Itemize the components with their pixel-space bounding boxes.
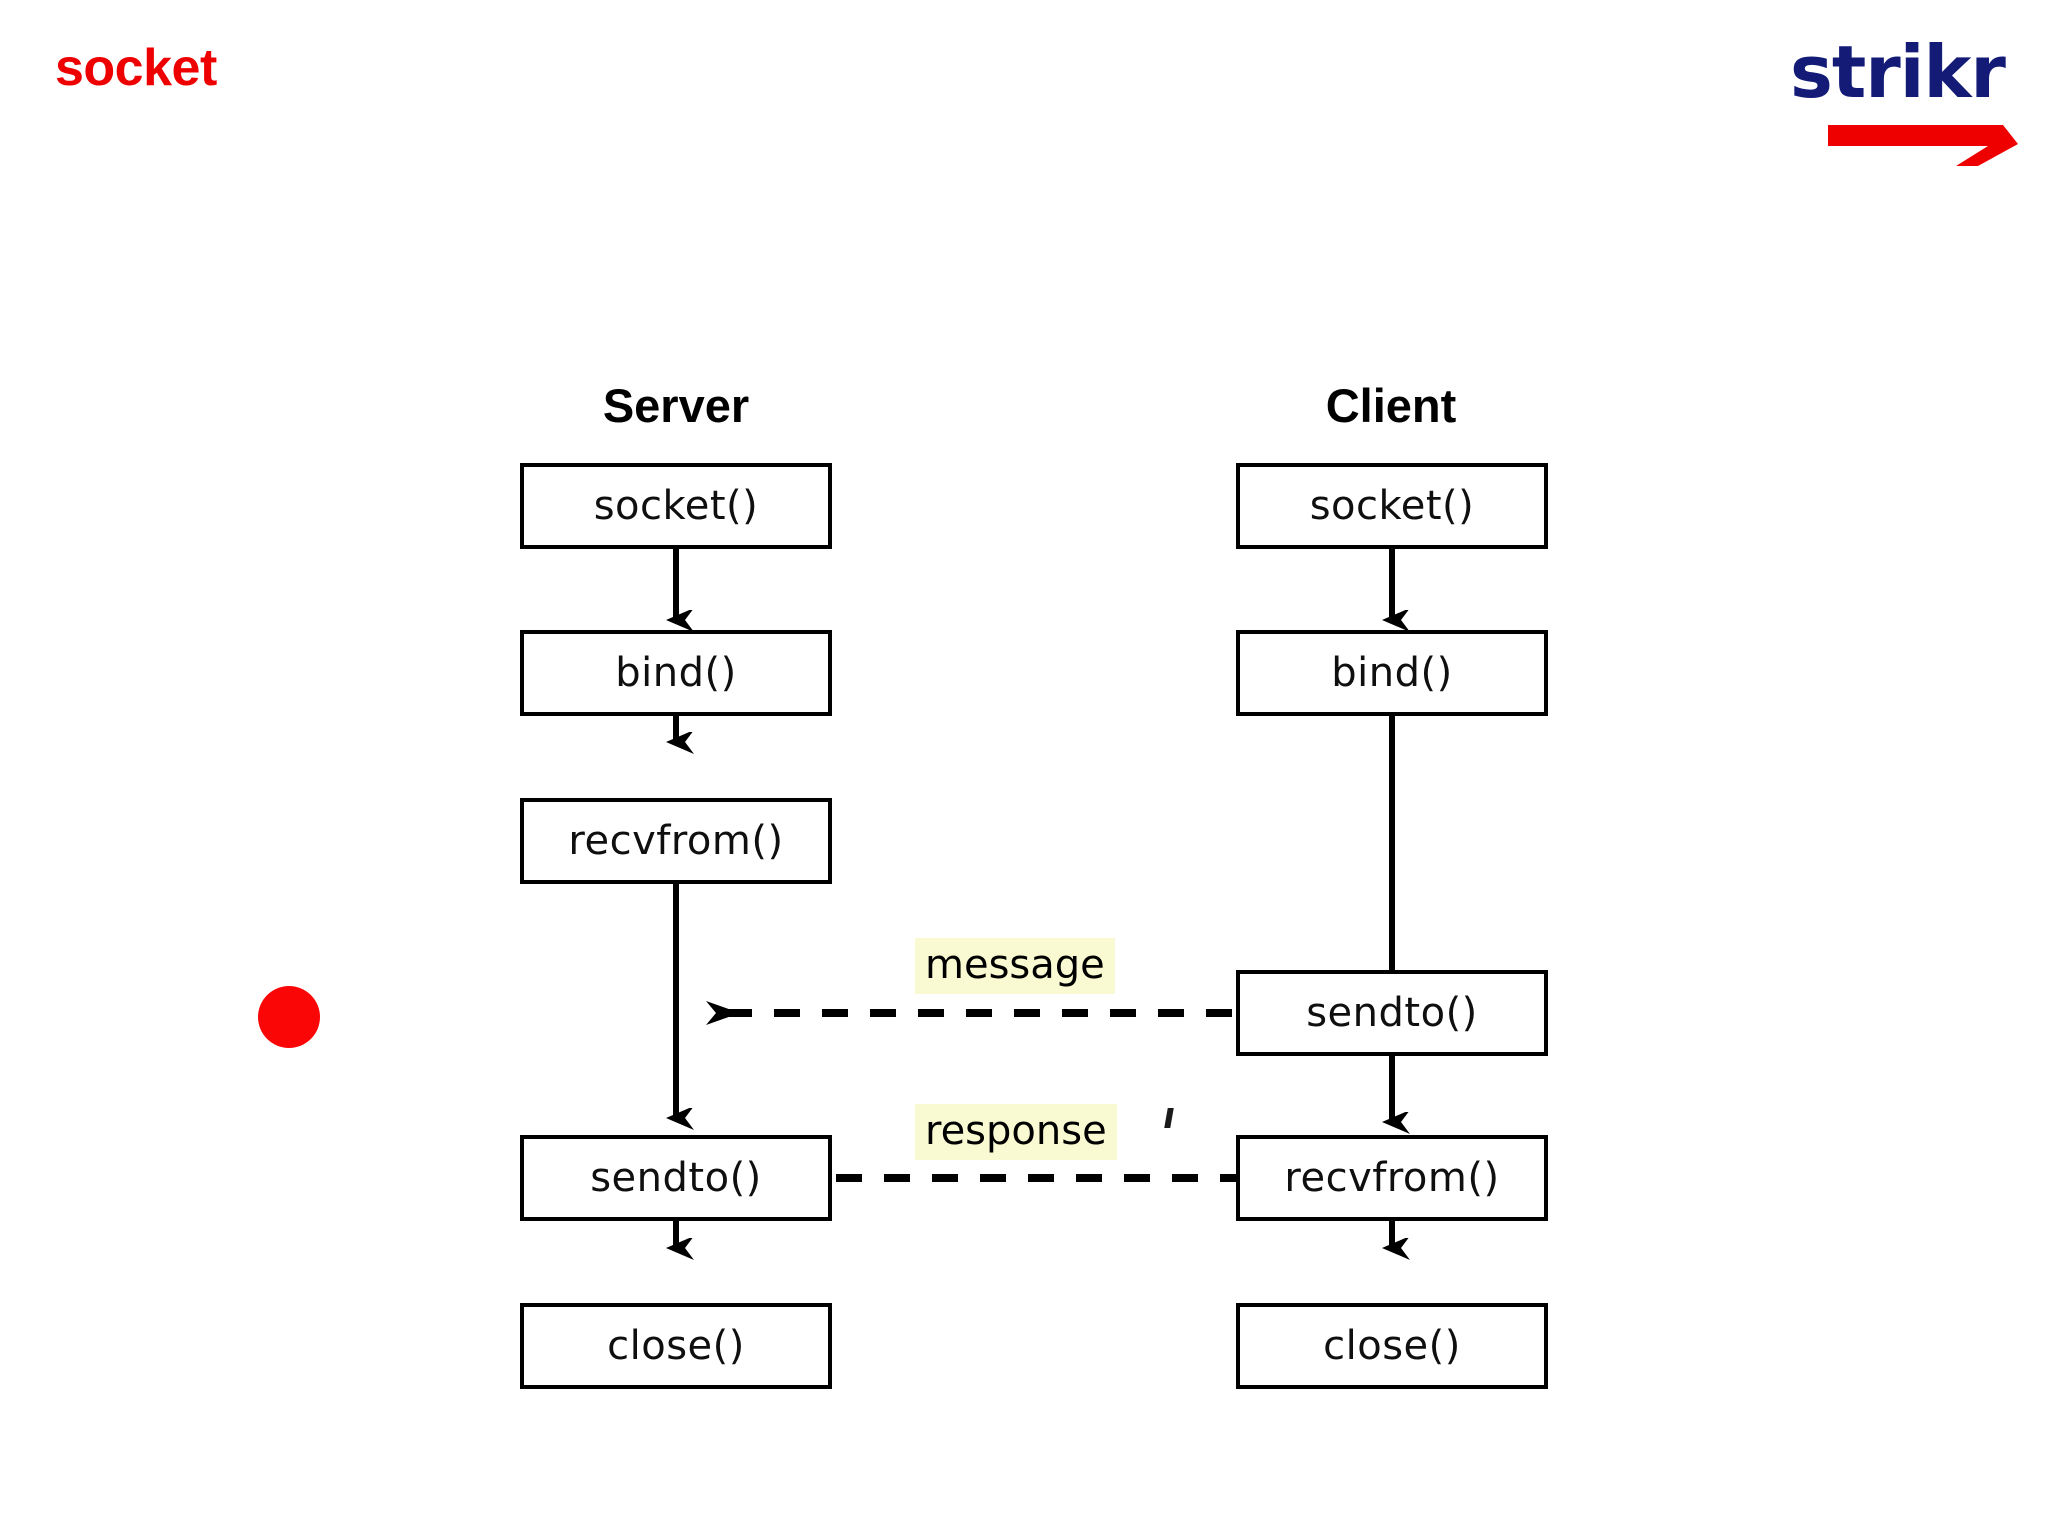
client-step-socket[interactable]: socket() [1236,463,1548,549]
client-step-recvfrom[interactable]: recvfrom() [1236,1135,1548,1221]
server-step-bind[interactable]: bind() [520,630,832,716]
column-header-server: Server [602,379,750,432]
server-step-close[interactable]: close() [520,1303,832,1389]
page-title: socket [55,39,217,97]
client-step-bind[interactable]: bind() [1236,630,1548,716]
edge-label-message: message [915,938,1115,994]
stray-tick-artifact [1164,1108,1174,1128]
edge-label-response: response [915,1104,1117,1160]
client-step-sendto[interactable]: sendto() [1236,970,1548,1056]
client-step-close[interactable]: close() [1236,1303,1548,1389]
column-header-client: Client [1325,379,1457,432]
server-step-sendto[interactable]: sendto() [520,1135,832,1221]
brand-logo: strikr [1770,36,2020,166]
server-step-recvfrom[interactable]: recvfrom() [520,798,832,884]
red-bullet-dot-icon [258,986,320,1048]
red-arrow-swoosh-icon [1828,125,2018,166]
server-step-socket[interactable]: socket() [520,463,832,549]
brand-wordmark: strikr [1790,30,2006,114]
